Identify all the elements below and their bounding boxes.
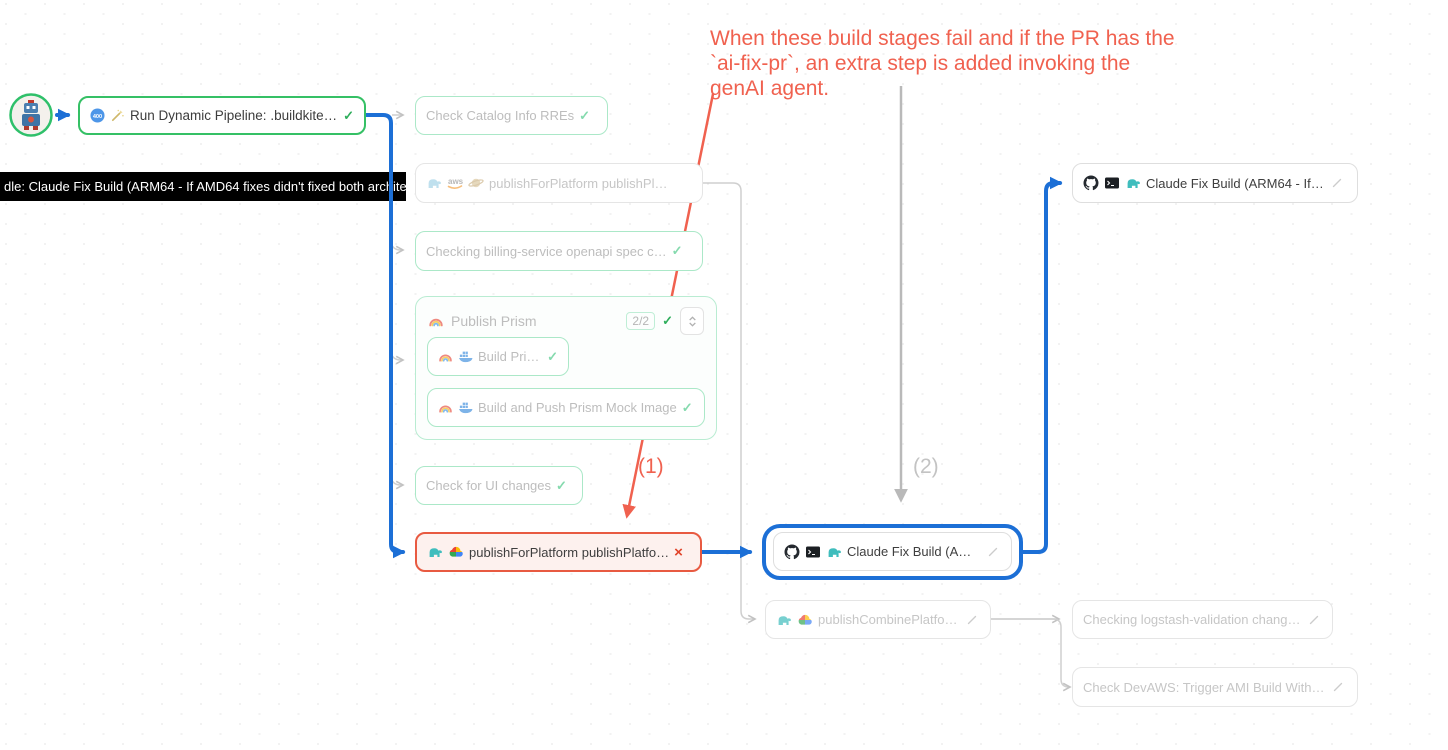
idle-slash-icon — [1329, 175, 1345, 191]
step-label: Check DevAWS: Trigger AMI Build With… — [1083, 679, 1325, 695]
group-progress-badge: 2/2 — [626, 312, 656, 330]
step-devaws-ami-build[interactable]: Check DevAWS: Trigger AMI Build With… — [1072, 667, 1358, 707]
step-build-prism[interactable]: Build Prism ✓ — [427, 337, 569, 376]
edge-to-prism-group — [390, 349, 405, 365]
passed-check-icon: ✓ — [343, 107, 354, 123]
robot-avatar-icon — [11, 95, 52, 136]
step-run-dynamic-pipeline[interactable]: Run Dynamic Pipeline: .buildkite/… ✓ — [78, 96, 366, 135]
step-label: publishCombinePlatform — [818, 612, 959, 627]
step-label: Checking billing-service openapi spec c… — [426, 243, 667, 259]
step-label: Checking logstash-validation changes — [1083, 612, 1301, 627]
chevron-up-down-icon — [685, 314, 700, 329]
passed-check-icon: ✓ — [556, 477, 567, 493]
step-claude-fix-build-amd64[interactable]: Claude Fix Build (AMD64) — [773, 532, 1012, 571]
edge-to-check-ui — [390, 474, 405, 490]
github-icon — [784, 544, 800, 560]
step-publish-for-platform-failed[interactable]: publishForPlatform publishPlatfo… × — [415, 532, 702, 572]
step-label: Check for UI changes — [426, 478, 552, 493]
step-claude-fix-build-arm64[interactable]: Claude Fix Build (ARM64 - If… — [1072, 163, 1358, 203]
aws-icon — [447, 175, 463, 191]
step-label: Claude Fix Build (ARM64 - If… — [1146, 175, 1324, 191]
passed-check-icon: ✓ — [671, 243, 683, 258]
rainbow-icon — [438, 349, 453, 364]
rainbow-icon — [438, 400, 453, 415]
docker-whale-icon — [458, 349, 473, 364]
step-label: Check Catalog Info RREs — [426, 108, 575, 123]
annotation-marker-2: (2) — [913, 455, 939, 478]
edge-amd64-to-arm64 — [1021, 176, 1063, 554]
failed-cross-icon: × — [674, 543, 683, 561]
step-billing-openapi-check[interactable]: Checking billing-service openapi spec c…… — [415, 231, 703, 271]
annotation-note: When these build stages fail and if the … — [710, 27, 1175, 100]
step-label: Build Prism — [478, 349, 543, 364]
edge-to-billing-openapi — [390, 239, 405, 255]
elephant-icon — [826, 544, 842, 560]
saturn-icon — [468, 175, 484, 191]
build-author-avatar[interactable] — [9, 93, 53, 137]
magic-wand-icon — [110, 108, 125, 123]
step-label: Build and Push Prism Mock Image — [478, 400, 677, 415]
step-build-push-prism-mock[interactable]: Build and Push Prism Mock Image ✓ — [427, 388, 705, 427]
group-collapse-button[interactable] — [680, 307, 704, 335]
elephant-icon — [426, 175, 442, 191]
google-cloud-icon — [448, 544, 464, 560]
google-cloud-icon — [797, 612, 813, 628]
step-check-catalog-info[interactable]: Check Catalog Info RREs ✓ — [415, 96, 608, 135]
idle-slash-icon — [1330, 679, 1346, 695]
step-label: publishForPlatform publishPl… — [489, 175, 668, 191]
step-label: publishForPlatform publishPlatfo… — [469, 544, 670, 560]
elephant-icon — [427, 544, 443, 560]
badge-400-icon — [90, 108, 105, 123]
annotation-marker-1: (1) — [638, 455, 664, 478]
terminal-icon — [805, 544, 821, 560]
idle-slash-icon — [1306, 612, 1322, 628]
step-label: Run Dynamic Pipeline: .buildkite/… — [130, 108, 339, 123]
group-header: Publish Prism 2/2 ✓ — [428, 307, 704, 335]
idle-slash-icon — [964, 612, 980, 628]
passed-check-icon: ✓ — [579, 107, 591, 123]
terminal-icon — [1104, 175, 1120, 191]
step-publish-combine-platform[interactable]: publishCombinePlatform — [765, 600, 991, 639]
step-label: Claude Fix Build (AMD64) — [847, 544, 980, 559]
step-check-ui-changes[interactable]: Check for UI changes ✓ — [415, 466, 583, 505]
step-tooltip: dle: Claude Fix Build (ARM64 - If AMD64 … — [0, 172, 406, 201]
rainbow-icon — [428, 313, 444, 329]
step-logstash-validation-check[interactable]: Checking logstash-validation changes — [1072, 600, 1333, 639]
group-label: Publish Prism — [451, 313, 537, 329]
github-icon — [1083, 175, 1099, 191]
idle-slash-icon — [985, 544, 1001, 560]
passed-check-icon: ✓ — [662, 313, 673, 328]
elephant-icon — [776, 612, 792, 628]
step-publish-for-platform-aws[interactable]: publishForPlatform publishPl… — [415, 163, 703, 203]
passed-check-icon: ✓ — [681, 399, 693, 415]
docker-whale-icon — [458, 400, 473, 415]
elephant-icon — [1125, 175, 1141, 191]
passed-check-icon: ✓ — [547, 348, 558, 364]
edge-combine-to-devaws — [990, 618, 1072, 692]
